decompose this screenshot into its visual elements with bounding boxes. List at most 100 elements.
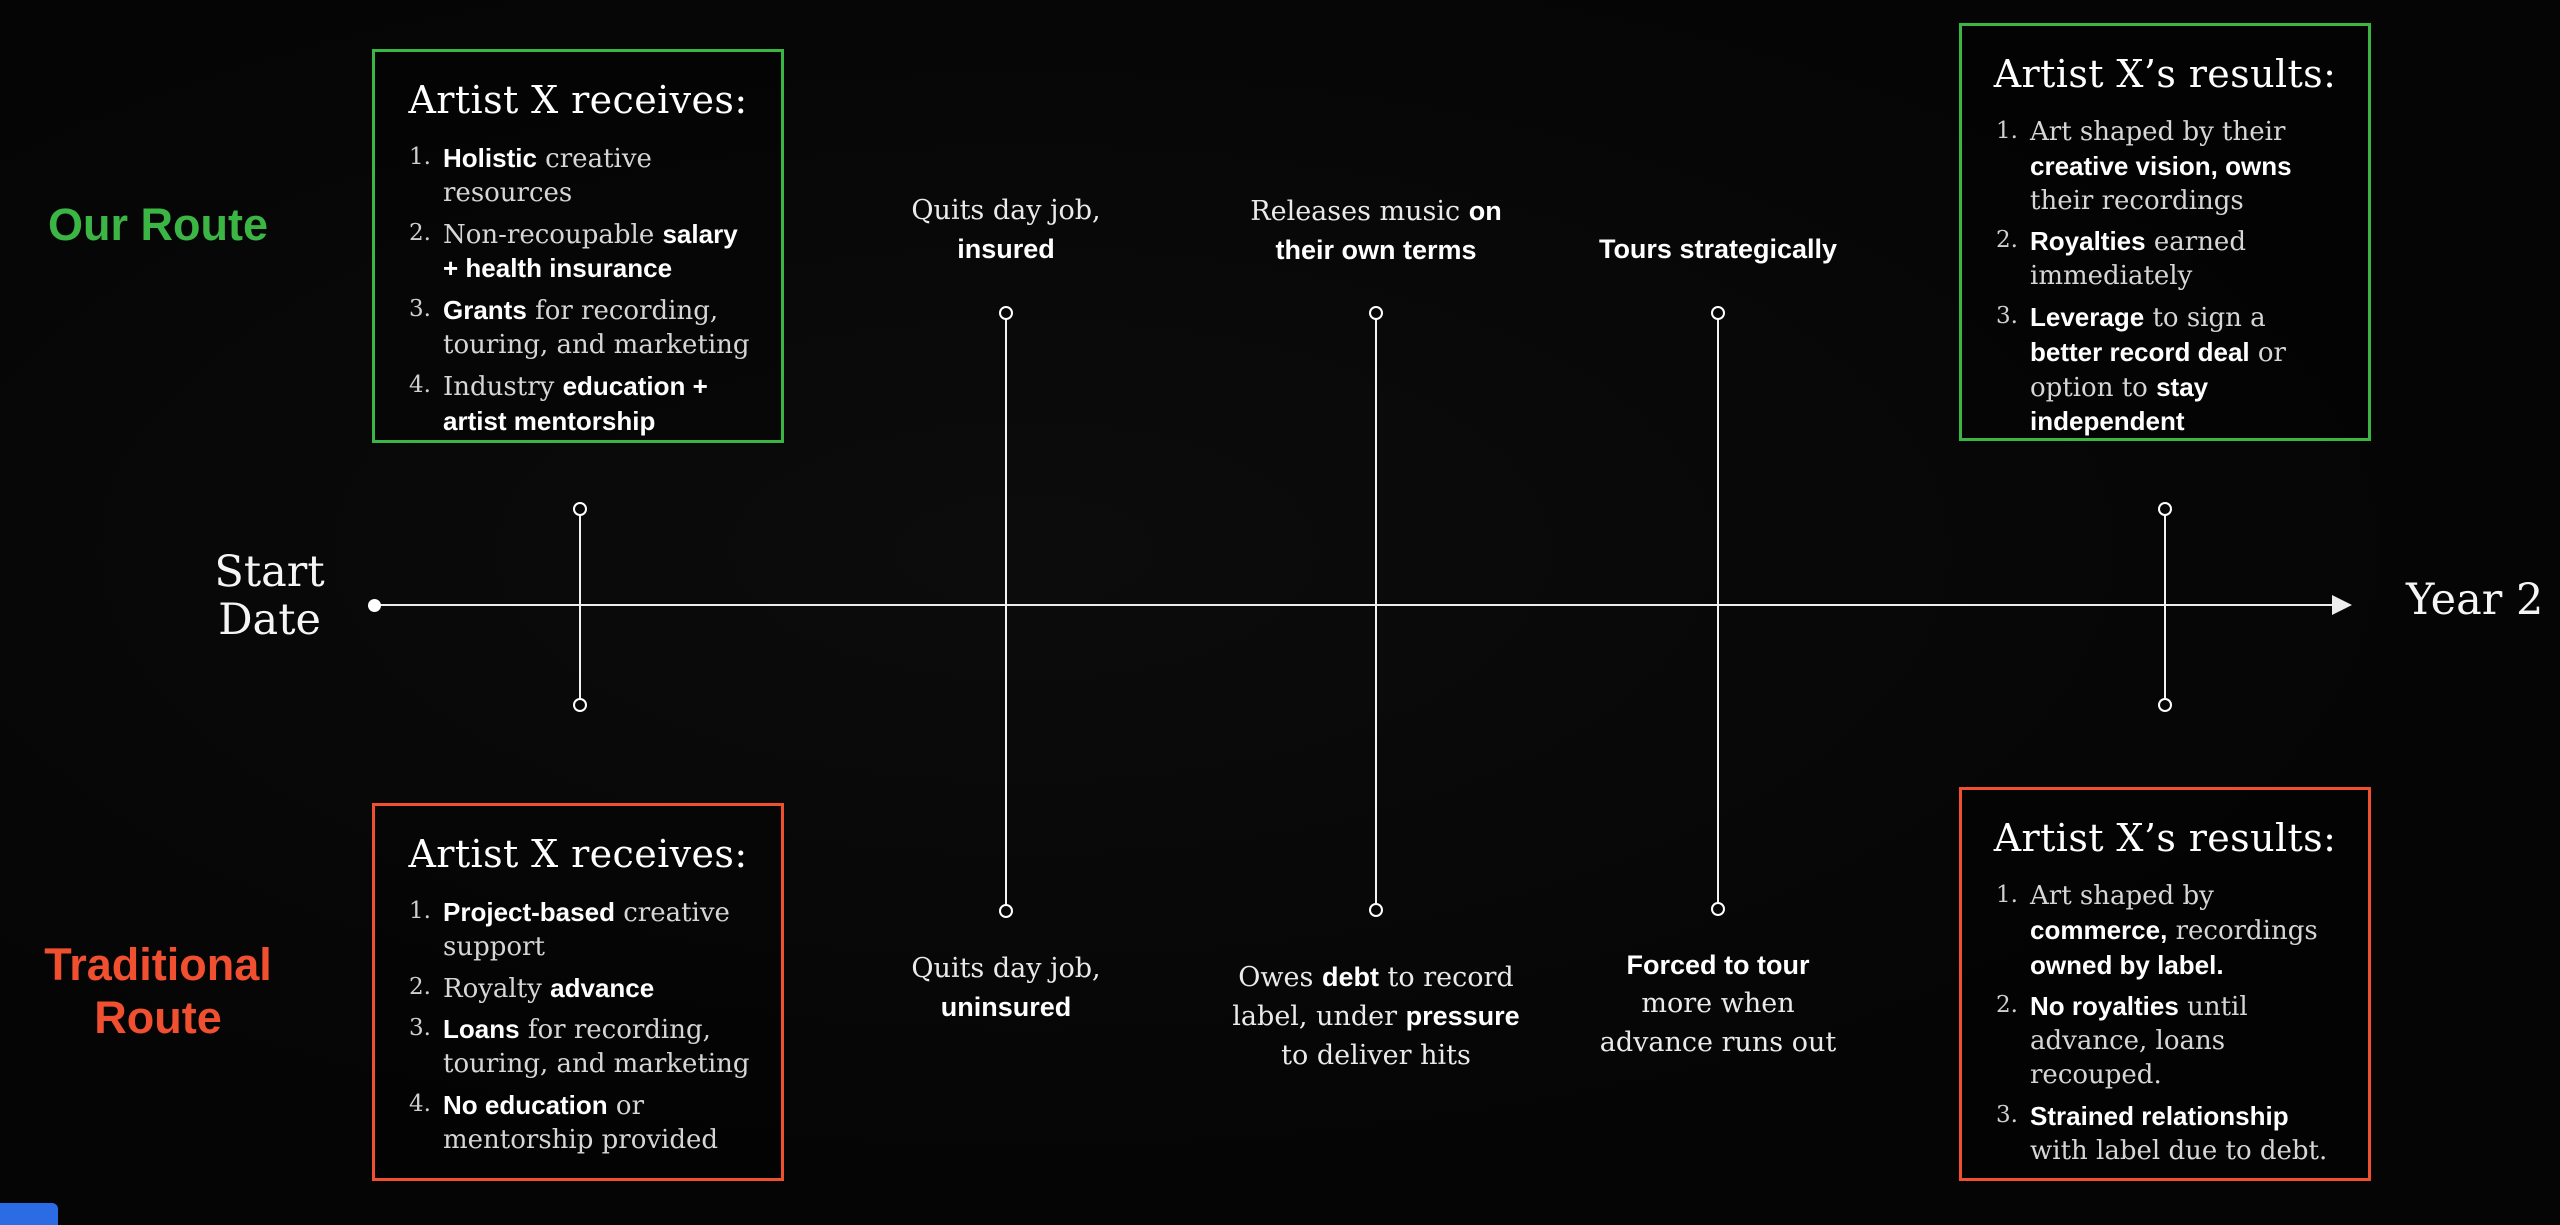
text-segment: Non-recoupable xyxy=(443,219,663,250)
text-segment: creative resources xyxy=(443,144,652,208)
milestone-label-top-releases-music: Releases music on their own terms xyxy=(1250,192,1501,271)
text-segment: Strained relationship xyxy=(2030,1100,2289,1131)
our-route-receives-box: Artist X receives: Holistic creative res… xyxy=(372,49,784,443)
text-segment: advance runs out xyxy=(1599,1026,1837,1058)
text-segment: on xyxy=(1468,196,1502,226)
milestone-tick-releases-music xyxy=(1369,306,1383,917)
text-segment: earned immediately xyxy=(2030,227,2246,292)
text-segment: creative vision, owns xyxy=(2030,150,2292,181)
our-route-results-box: Artist X’s results: Art shaped by their … xyxy=(1959,23,2371,441)
text-segment: for recording, touring, and marketing xyxy=(443,1015,750,1080)
text-segment: Project-based xyxy=(443,897,615,927)
traditional-route-receives-box: Artist X receives: Project-based creativ… xyxy=(372,803,784,1181)
traditional-route-results-list: Art shaped by commerce, recordings owned… xyxy=(1988,880,2342,1168)
text-segment: better record deal xyxy=(2030,336,2250,367)
milestone-label-bottom-quits-day-job: Quits day job, uninsured xyxy=(911,950,1100,1028)
traditional-route-label-line1: Traditional xyxy=(44,939,272,990)
box-title: Artist X’s results: xyxy=(1993,816,2337,860)
text-segment: Releases music xyxy=(1250,196,1469,227)
text-line: Forced to tour xyxy=(1600,946,1836,985)
box-title: Artist X receives: xyxy=(408,78,748,122)
timeline-end-label: Year 2 xyxy=(2406,575,2544,625)
text-segment: Quits day job, xyxy=(911,953,1101,984)
text-segment: Grants xyxy=(443,295,527,326)
list-item: Royalty advance xyxy=(401,972,755,1007)
text-line: more when xyxy=(1600,985,1836,1023)
text-segment: or option to xyxy=(2030,337,2286,403)
list-item: Non-recoupable salary + health insurance xyxy=(401,218,755,288)
text-segment: Forced to tour xyxy=(1626,950,1810,980)
milestone-tick-tours xyxy=(1711,306,1725,916)
text-line: advance runs out xyxy=(1600,1024,1836,1062)
list-item: Loans for recording, touring, and market… xyxy=(401,1013,755,1082)
list-item: Leverage to sign a better record deal or… xyxy=(1988,301,2342,440)
text-segment: owned by label. xyxy=(2030,949,2224,980)
text-segment: pressure xyxy=(1405,1001,1520,1032)
text-line: Quits day job, xyxy=(911,950,1100,988)
milestone-endpoint-dot xyxy=(2158,698,2172,712)
our-route-results-list: Art shaped by their creative vision, own… xyxy=(1988,116,2342,440)
traditional-route-label: Traditional Route xyxy=(18,938,298,1044)
text-line: Owes debt to record xyxy=(1232,958,1519,997)
timeline-start-label-line2: Date xyxy=(218,595,321,646)
milestone-label-bottom-owes-debt: Owes debt to record label, under pressure… xyxy=(1232,958,1519,1075)
list-item: Holistic creative resources xyxy=(401,142,755,211)
text-segment: stay independent xyxy=(2030,371,2209,437)
text-segment: until advance, loans recouped. xyxy=(2030,992,2248,1090)
text-segment: Industry xyxy=(443,371,563,402)
timeline-axis xyxy=(374,604,2334,606)
traditional-route-results-box: Artist X’s results: Art shaped by commer… xyxy=(1959,787,2371,1181)
text-segment: to sign a xyxy=(2144,302,2266,333)
text-segment: label, under xyxy=(1232,1001,1406,1033)
list-item: Royalties earned immediately xyxy=(1988,225,2342,294)
text-line: Tours strategically xyxy=(1599,230,1837,269)
text-segment: debt xyxy=(1321,962,1379,992)
text-segment: recordings xyxy=(2167,915,2318,946)
text-segment: to deliver hits xyxy=(1281,1039,1471,1071)
text-segment: with label due to debt. xyxy=(2030,1135,2328,1166)
timeline-start-dot xyxy=(368,599,381,612)
list-item: Strained relationship with label due to … xyxy=(1988,1100,2342,1169)
milestone-endpoint-dot xyxy=(1369,903,1383,917)
text-segment: their own terms xyxy=(1275,235,1477,266)
milestone-label-top-tours-strategically: Tours strategically xyxy=(1599,230,1837,269)
milestone-label-bottom-forced-to-tour: Forced to tour more when advance runs out xyxy=(1600,946,1836,1062)
text-segment: to record xyxy=(1378,962,1514,993)
traditional-route-label-line2: Route xyxy=(94,992,222,1044)
text-segment: Loans xyxy=(443,1014,520,1045)
list-item: Project-based creative support xyxy=(401,896,755,965)
text-segment: uninsured xyxy=(940,992,1072,1023)
list-item: Art shaped by their creative vision, own… xyxy=(1988,116,2342,218)
text-segment: Art shaped by their xyxy=(2030,117,2286,147)
box-title: Artist X’s results: xyxy=(1993,52,2337,96)
text-segment: for recording, touring, and marketing xyxy=(443,296,750,360)
text-segment: insured xyxy=(957,234,1055,265)
text-segment: education + artist mentorship xyxy=(443,370,708,436)
milestone-endpoint-dot xyxy=(1711,902,1725,916)
milestone-tick-quits-day-job xyxy=(999,306,1013,918)
text-segment: Tours strategically xyxy=(1598,234,1838,264)
box-title: Artist X receives: xyxy=(408,832,748,876)
list-item: No royalties until advance, loans recoup… xyxy=(1988,990,2342,1092)
text-line: insured xyxy=(911,230,1100,269)
text-line: to deliver hits xyxy=(1232,1037,1519,1075)
milestone-endpoint-dot xyxy=(573,698,587,712)
text-segment: Royalty xyxy=(443,973,551,1004)
text-segment: Art shaped by xyxy=(2030,881,2214,911)
milestone-tick-deal-signed xyxy=(573,502,587,712)
text-line: Releases music on xyxy=(1250,192,1501,231)
text-segment: or mentorship provided xyxy=(443,1090,719,1155)
text-segment: their recordings xyxy=(2030,185,2244,216)
text-segment: more when xyxy=(1641,988,1795,1020)
milestone-label-top-quits-day-job: Quits day job, insured xyxy=(911,192,1100,270)
milestone-endpoint-dot xyxy=(573,502,587,516)
text-segment: Quits day job, xyxy=(911,195,1101,226)
milestone-endpoint-dot xyxy=(999,306,1013,320)
text-segment: creative support xyxy=(443,898,730,962)
text-segment: No education xyxy=(443,1089,608,1120)
timeline-start-label-line1: Start xyxy=(214,547,325,597)
text-segment: commerce, xyxy=(2030,914,2168,945)
